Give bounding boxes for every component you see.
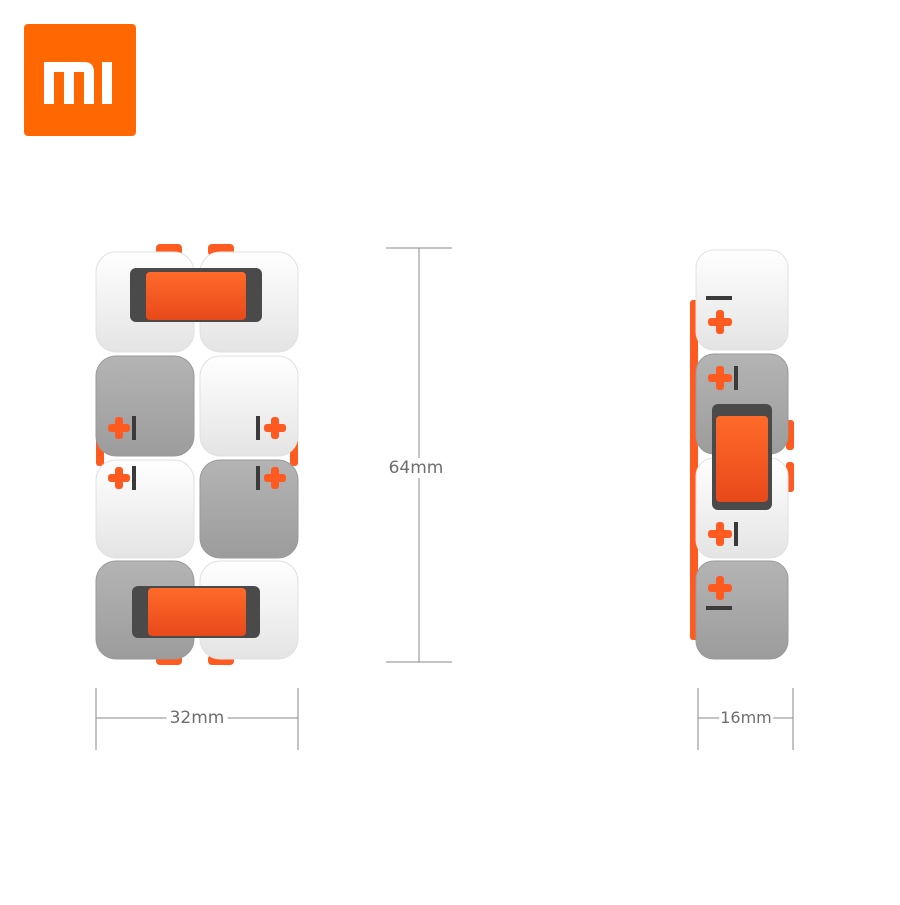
mi-logo: [24, 24, 136, 136]
depth-dimension-label: 16mm: [719, 708, 773, 728]
width-dimension-label: 32mm: [166, 708, 228, 728]
height-dimension-label: 64mm: [385, 458, 447, 478]
front-view: [95, 244, 299, 665]
side-view: [690, 249, 794, 660]
